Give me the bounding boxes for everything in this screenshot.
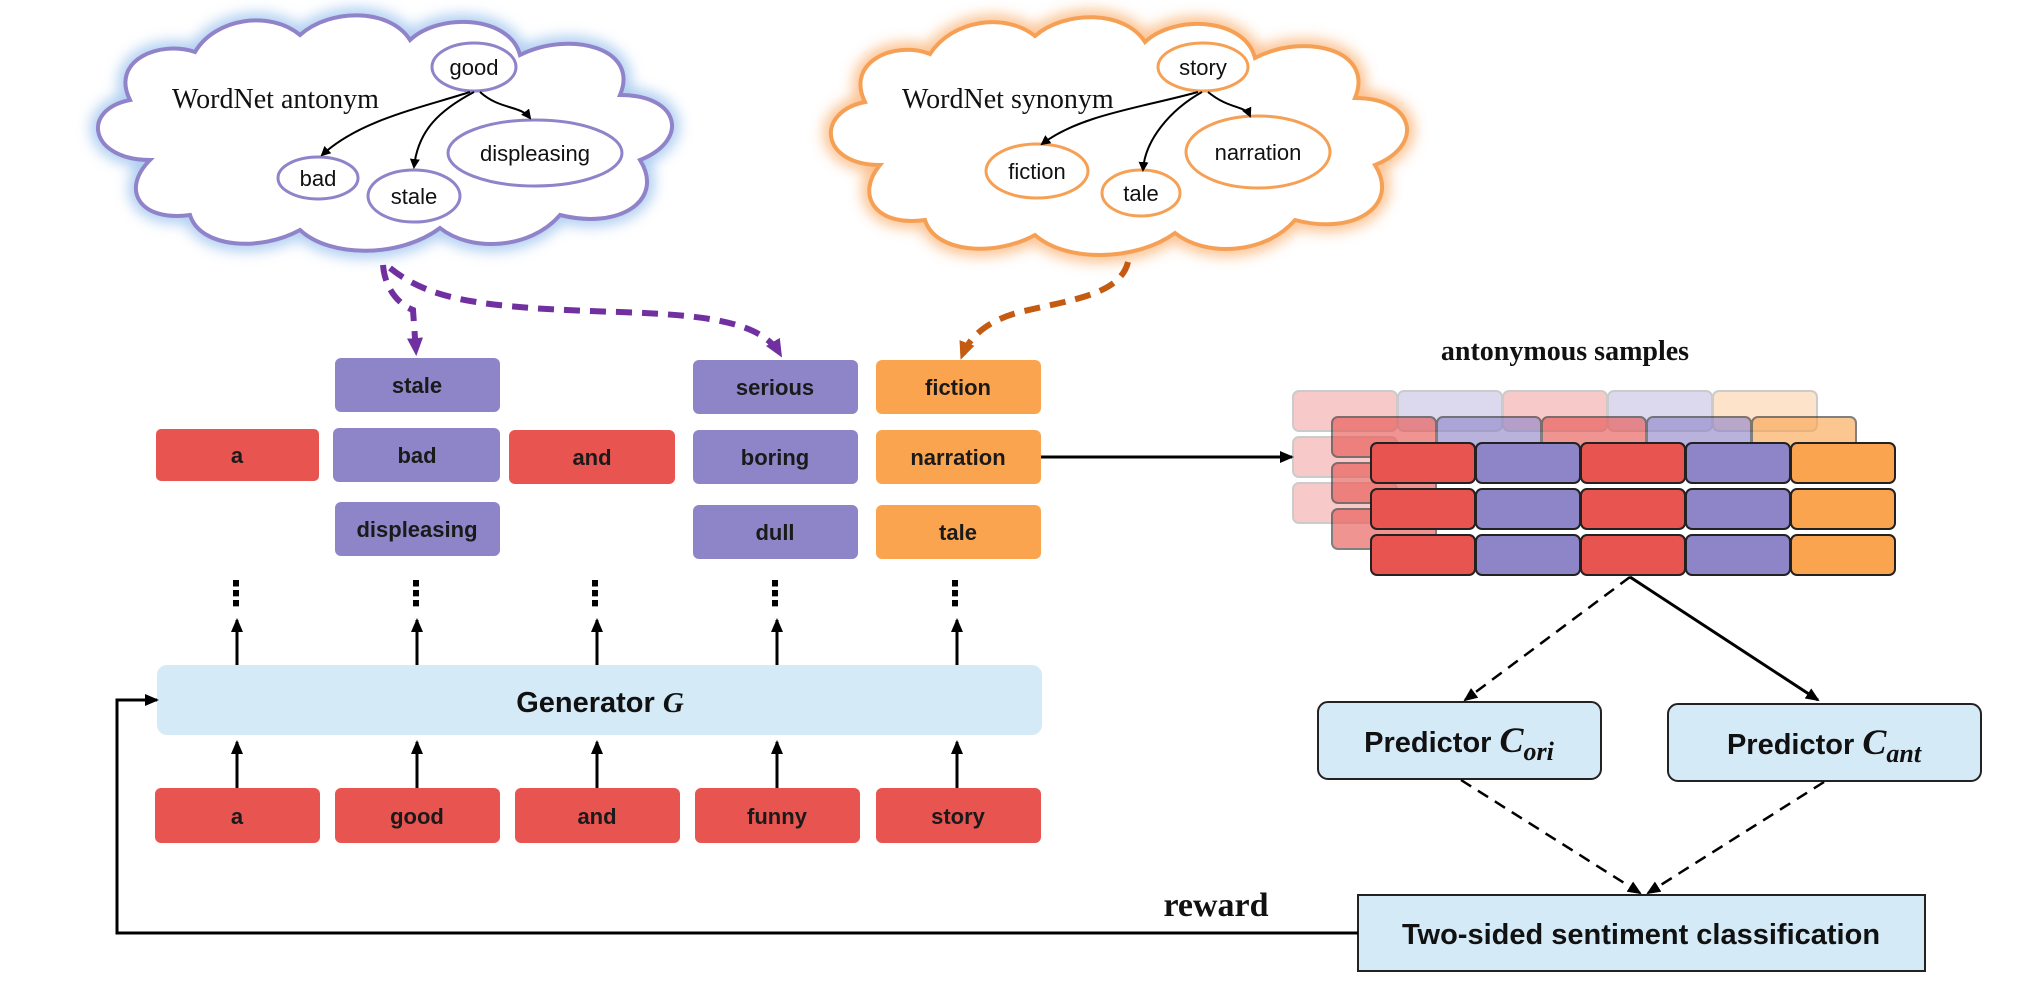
- ellipsis-1: ⋮: [219, 575, 253, 613]
- samples-to-predictor-ant-arrow: [1629, 575, 1820, 702]
- predictor-ori-to-classifier-arrow: [1460, 778, 1642, 895]
- candidate-token-boring: [693, 430, 858, 484]
- antonym-cloud-title: WordNet antonym: [172, 84, 379, 115]
- two-sided-classifier-label: Two-sided sentiment classification: [1402, 919, 1880, 951]
- input-token-and-label: and: [577, 804, 616, 829]
- ellipsis-2: ⋮: [399, 575, 433, 613]
- generator-box: [157, 665, 1042, 735]
- generator-input-arrows: [231, 740, 963, 788]
- candidate-token-dull-label: dull: [755, 520, 794, 545]
- candidate-token-serious-label: serious: [736, 375, 814, 400]
- input-token-good-label: good: [390, 804, 444, 829]
- samples-title: antonymous samples: [1441, 336, 1689, 367]
- candidate-token-displeasing-label: displeasing: [356, 517, 477, 542]
- candidate-token-and-label: and: [572, 445, 611, 470]
- wordnet-node-narration-label: narration: [1215, 140, 1302, 165]
- generator-label: Generator G: [516, 687, 684, 719]
- input-token-a: [155, 788, 320, 843]
- reward-feedback-arrow: [115, 694, 1358, 935]
- candidate-token-tale-label: tale: [939, 520, 977, 545]
- predictor-ant-label: Predictor Cant: [1727, 722, 1922, 768]
- candidate-token-narration: [876, 430, 1041, 484]
- wordnet-node-stale-label: stale: [391, 184, 437, 209]
- wordnet-node-stale: [366, 168, 462, 224]
- antonym-arrow-to-good: [380, 264, 423, 356]
- candidate-token-stale-label: stale: [392, 373, 442, 398]
- candidate-token-fiction-label: fiction: [925, 375, 991, 400]
- predictor-ant-box: [1667, 703, 1982, 782]
- input-token-a-label: a: [231, 804, 244, 829]
- ellipsis-4: ⋮: [758, 575, 792, 613]
- wordnet-node-fiction: [984, 142, 1090, 200]
- reward-label: reward: [1163, 887, 1268, 924]
- two-sided-classifier-box: [1357, 894, 1926, 972]
- candidate-token-bad: [333, 428, 500, 482]
- wordnet-node-fiction-label: fiction: [1008, 159, 1065, 184]
- wordnet-node-tale-label: tale: [1123, 181, 1158, 206]
- wordnet-node-good-label: good: [450, 55, 499, 80]
- synonym-cloud-title: WordNet synonym: [902, 84, 1114, 115]
- predictor-ori-box: [1317, 701, 1602, 780]
- input-token-funny: [695, 788, 860, 843]
- wordnet-node-story-label: story: [1179, 55, 1227, 80]
- antonymous-samples-stack: [1292, 390, 1896, 576]
- wordnet-node-story: [1156, 41, 1250, 93]
- candidate-token-serious: [693, 360, 858, 414]
- candidate-token-dull: [693, 505, 858, 559]
- candidate-token-displeasing: [335, 502, 500, 556]
- wordnet-node-good: [430, 41, 518, 93]
- ellipsis-3: ⋮: [578, 575, 612, 613]
- candidate-token-a: [154, 427, 321, 483]
- candidate-token-a-label: a: [231, 443, 244, 468]
- candidate-token-narration-label: narration: [910, 445, 1005, 470]
- input-token-and: [515, 788, 680, 843]
- wordnet-node-displeasing-label: displeasing: [480, 141, 590, 166]
- candidate-token-boring-label: boring: [741, 445, 809, 470]
- synonym-cloud: WordNet synonym story fiction tale narra…: [823, 10, 1414, 262]
- candidate-token-and: [509, 430, 675, 484]
- samples-to-predictor-ori-arrow: [1463, 575, 1631, 702]
- input-sentence: a good and funny story: [155, 788, 1041, 843]
- candidate-token-tale: [876, 505, 1041, 559]
- wordnet-node-displeasing: [446, 118, 624, 188]
- candidate-token-stale: [335, 358, 500, 412]
- predictor-ori-label: Predictor Cori: [1364, 720, 1555, 766]
- input-token-good: [335, 788, 500, 843]
- candidate-grid: a stale bad displeasing and serious bori…: [154, 358, 1041, 559]
- ellipsis-5: ⋮: [938, 575, 972, 613]
- candidate-token-fiction: [876, 360, 1041, 414]
- antonym-cloud: WordNet antonym good bad stale displeasi…: [91, 8, 679, 258]
- input-token-funny-label: funny: [747, 804, 808, 829]
- synonym-arrow-to-story: [959, 261, 1131, 360]
- wordnet-node-bad-label: bad: [300, 166, 337, 191]
- predictor-ant-to-classifier-arrow: [1646, 780, 1825, 895]
- wordnet-node-bad: [276, 155, 360, 201]
- input-token-story: [876, 788, 1041, 843]
- wordnet-node-narration: [1184, 114, 1332, 190]
- antonym-arrow-to-funny: [388, 265, 783, 358]
- generator-output-arrows: ⋮ ⋮ ⋮ ⋮ ⋮: [219, 575, 972, 665]
- candidate-token-bad-label: bad: [397, 443, 436, 468]
- input-token-story-label: story: [931, 804, 986, 829]
